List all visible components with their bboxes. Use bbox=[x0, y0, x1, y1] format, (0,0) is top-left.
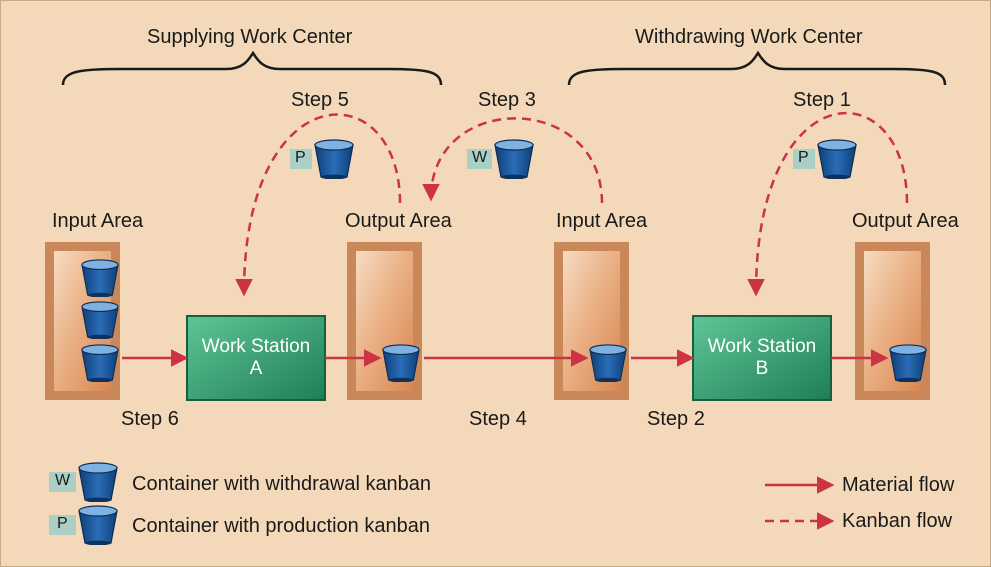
supplying-work-center-label: Supplying Work Center bbox=[147, 26, 353, 48]
kanban-arrow-step3 bbox=[422, 117, 604, 204]
kanban-arrow-step5 bbox=[235, 113, 402, 297]
step3-tag-letter: W bbox=[472, 149, 488, 166]
work-station-a-box bbox=[186, 315, 326, 401]
legend-production-bucket-icon bbox=[78, 505, 118, 545]
step3-withdrawal-tag bbox=[467, 149, 492, 169]
output-area-1-label: Output Area bbox=[345, 210, 452, 232]
legend-material-flow-label: Material flow bbox=[842, 474, 955, 496]
input-area-1-label: Input Area bbox=[52, 210, 144, 232]
input-1-bucket-bottom-icon bbox=[81, 344, 119, 382]
step1-tag-letter: P bbox=[798, 149, 809, 166]
output-area-2-label: Output Area bbox=[852, 210, 959, 232]
step4-label: Step 4 bbox=[469, 408, 527, 430]
withdrawing-brace bbox=[567, 50, 947, 86]
input-1-bucket-top-icon bbox=[81, 259, 119, 297]
step5-production-tag bbox=[290, 149, 312, 169]
step5-bucket-icon bbox=[314, 139, 354, 179]
step1-production-tag bbox=[793, 149, 815, 169]
supplying-brace bbox=[61, 50, 443, 86]
legend-withdrawal-label: Container with withdrawal kanban bbox=[132, 473, 432, 495]
step1-bucket-icon bbox=[817, 139, 857, 179]
legend-production-tag bbox=[49, 515, 76, 535]
kanban-arrow-step1 bbox=[747, 111, 909, 297]
output-2-bucket-icon bbox=[889, 344, 927, 382]
step3-label: Step 3 bbox=[478, 89, 536, 111]
input-area-2-label: Input Area bbox=[556, 210, 648, 232]
step1-label: Step 1 bbox=[793, 89, 851, 111]
legend-withdrawal-bucket-icon bbox=[78, 462, 118, 502]
input-2-bucket-icon bbox=[589, 344, 627, 382]
output-1-bucket-icon bbox=[382, 344, 420, 382]
legend-kanban-flow-label: Kanban flow bbox=[842, 510, 953, 532]
step2-label: Step 2 bbox=[647, 408, 705, 430]
withdrawing-work-center-label: Withdrawing Work Center bbox=[635, 26, 863, 48]
legend-withdrawal-tag bbox=[49, 472, 76, 492]
step6-label: Step 6 bbox=[121, 408, 179, 430]
legend-withdrawal-tag-letter: W bbox=[55, 472, 71, 489]
work-station-b-box bbox=[692, 315, 832, 401]
legend-production-label: Container with production kanban bbox=[132, 515, 430, 537]
step5-tag-letter: P bbox=[295, 149, 306, 166]
input-1-bucket-middle-icon bbox=[81, 301, 119, 339]
step5-label: Step 5 bbox=[291, 89, 349, 111]
step3-bucket-icon bbox=[494, 139, 534, 179]
legend-production-tag-letter: P bbox=[57, 515, 68, 532]
